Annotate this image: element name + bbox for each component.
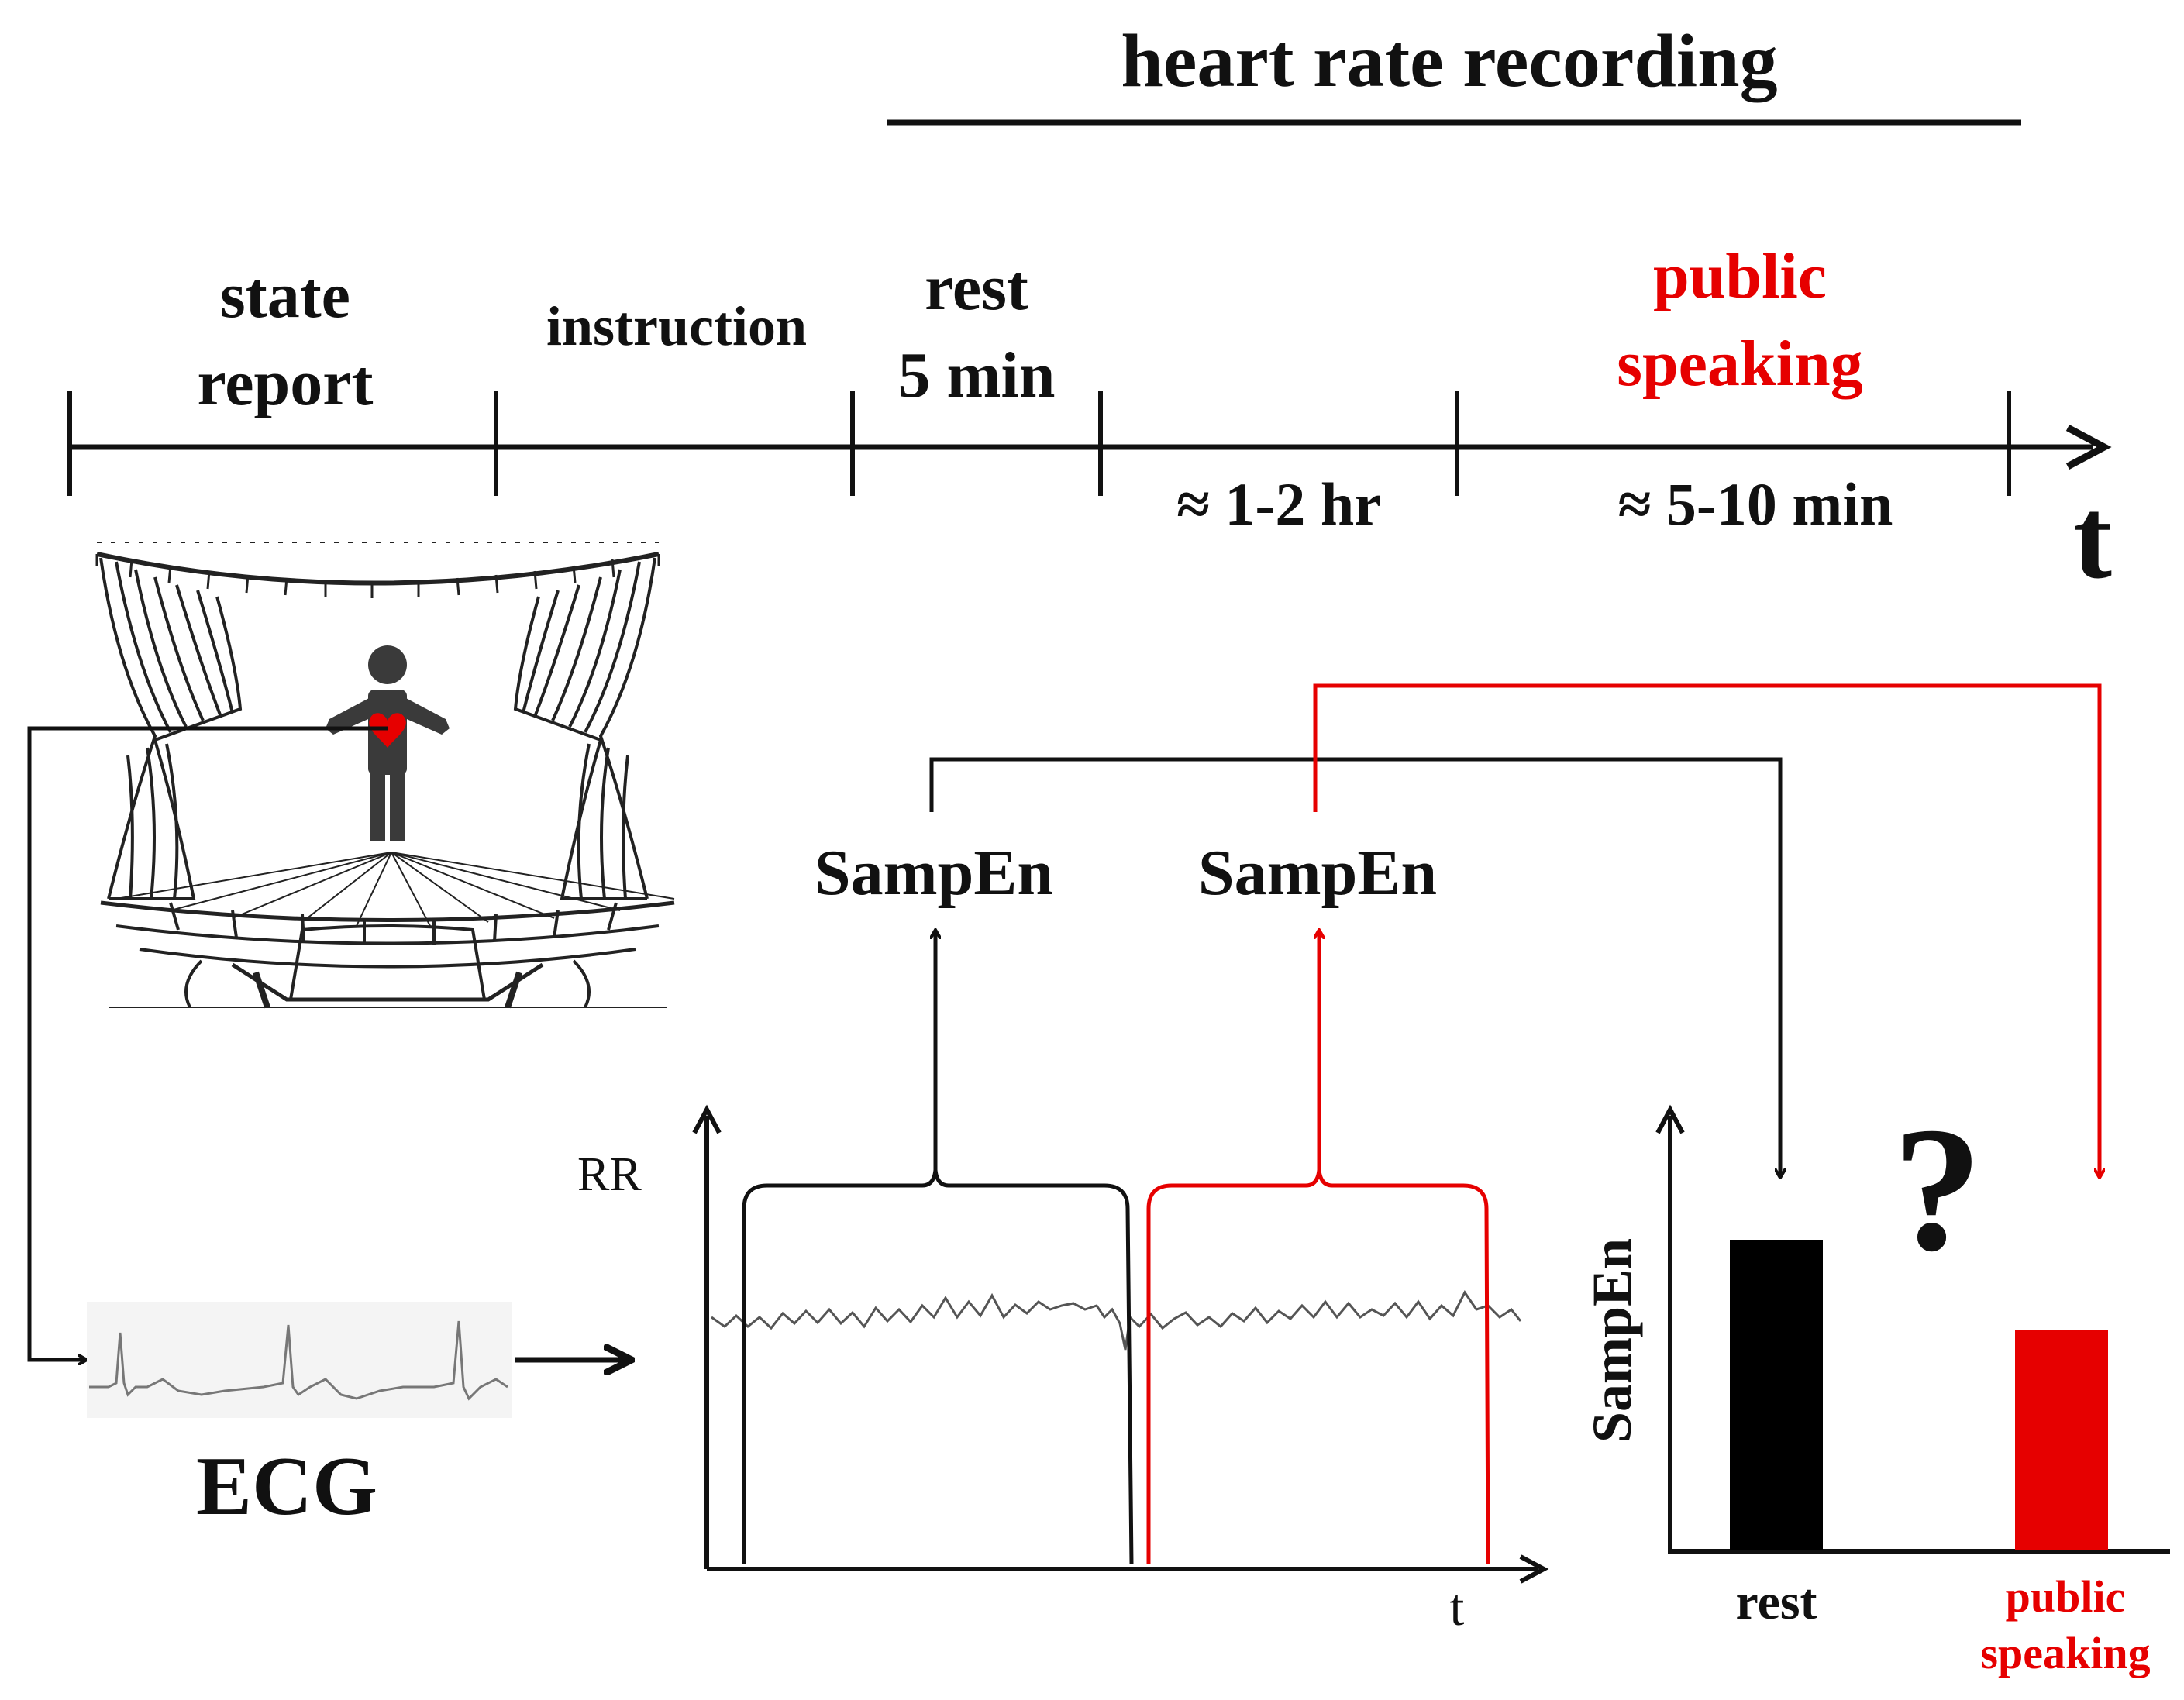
phase-rest: rest 5 min <box>897 252 1056 412</box>
rr-plot-axes <box>692 1104 1549 1584</box>
stage-illustration <box>95 542 675 1009</box>
speaker-figure <box>326 645 450 841</box>
speaking-connector-arrow <box>1313 683 2100 1178</box>
phase-public-speaking: public speaking <box>1617 240 1863 401</box>
rr-plot-xlabel: t <box>1449 1578 1465 1636</box>
bar-rest <box>1730 1240 1823 1550</box>
rr-series <box>711 1290 1522 1351</box>
timeline-axis <box>67 391 2112 496</box>
bar-category-rest: rest <box>1735 1574 1817 1630</box>
ecg-lead-line <box>27 726 388 1360</box>
bar-category-public-speaking: public speaking <box>1980 1571 2151 1678</box>
question-mark: ? <box>1893 1090 1982 1288</box>
speaking-bracket <box>1146 1169 1490 1564</box>
timeline-axis-label: t <box>2073 474 2112 603</box>
bar-chart-axes <box>1655 1104 2170 1554</box>
rest-connector-arrow <box>929 757 1780 1178</box>
rest-bracket <box>742 1169 1134 1564</box>
bar-chart-bars <box>1730 1240 2108 1550</box>
sampen-label-speaking: SampEn <box>1197 837 1438 909</box>
sampen-label-rest: SampEn <box>814 837 1054 909</box>
duration-label: ≈ 5-10 min <box>1617 470 1893 538</box>
heart-icon <box>369 713 406 748</box>
ecg-trace <box>87 1302 512 1418</box>
bar-public-speaking <box>2015 1330 2108 1550</box>
bar-chart-ylabel: SampEn <box>1581 1237 1643 1444</box>
ecg-label: ECG <box>195 1440 378 1533</box>
phase-instruction: instruction <box>546 295 808 357</box>
duration-label: ≈ 1-2 hr <box>1176 470 1381 538</box>
recording-title: heart rate recording <box>1121 19 1778 103</box>
rr-plot-ylabel: RR <box>577 1148 642 1201</box>
phase-state-report: state report <box>197 260 374 420</box>
